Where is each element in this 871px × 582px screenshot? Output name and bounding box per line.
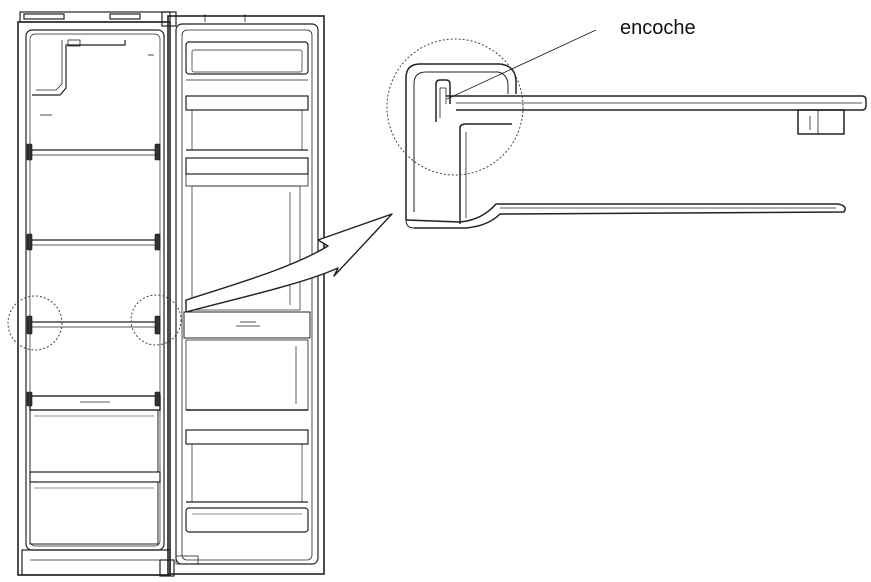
fridge-door bbox=[159, 11, 325, 577]
left-wall-shelf-supports bbox=[26, 143, 33, 407]
pointer-arrow bbox=[185, 213, 393, 313]
callout-label: encoche bbox=[620, 17, 696, 39]
notch-highlight-circle bbox=[386, 38, 524, 176]
support-highlight-circles bbox=[7, 294, 182, 351]
fridge-cabinet bbox=[17, 11, 171, 576]
shelf-detail-drawing bbox=[405, 63, 867, 229]
callout-leader-line bbox=[446, 29, 597, 100]
right-wall-shelf-supports bbox=[154, 143, 161, 407]
